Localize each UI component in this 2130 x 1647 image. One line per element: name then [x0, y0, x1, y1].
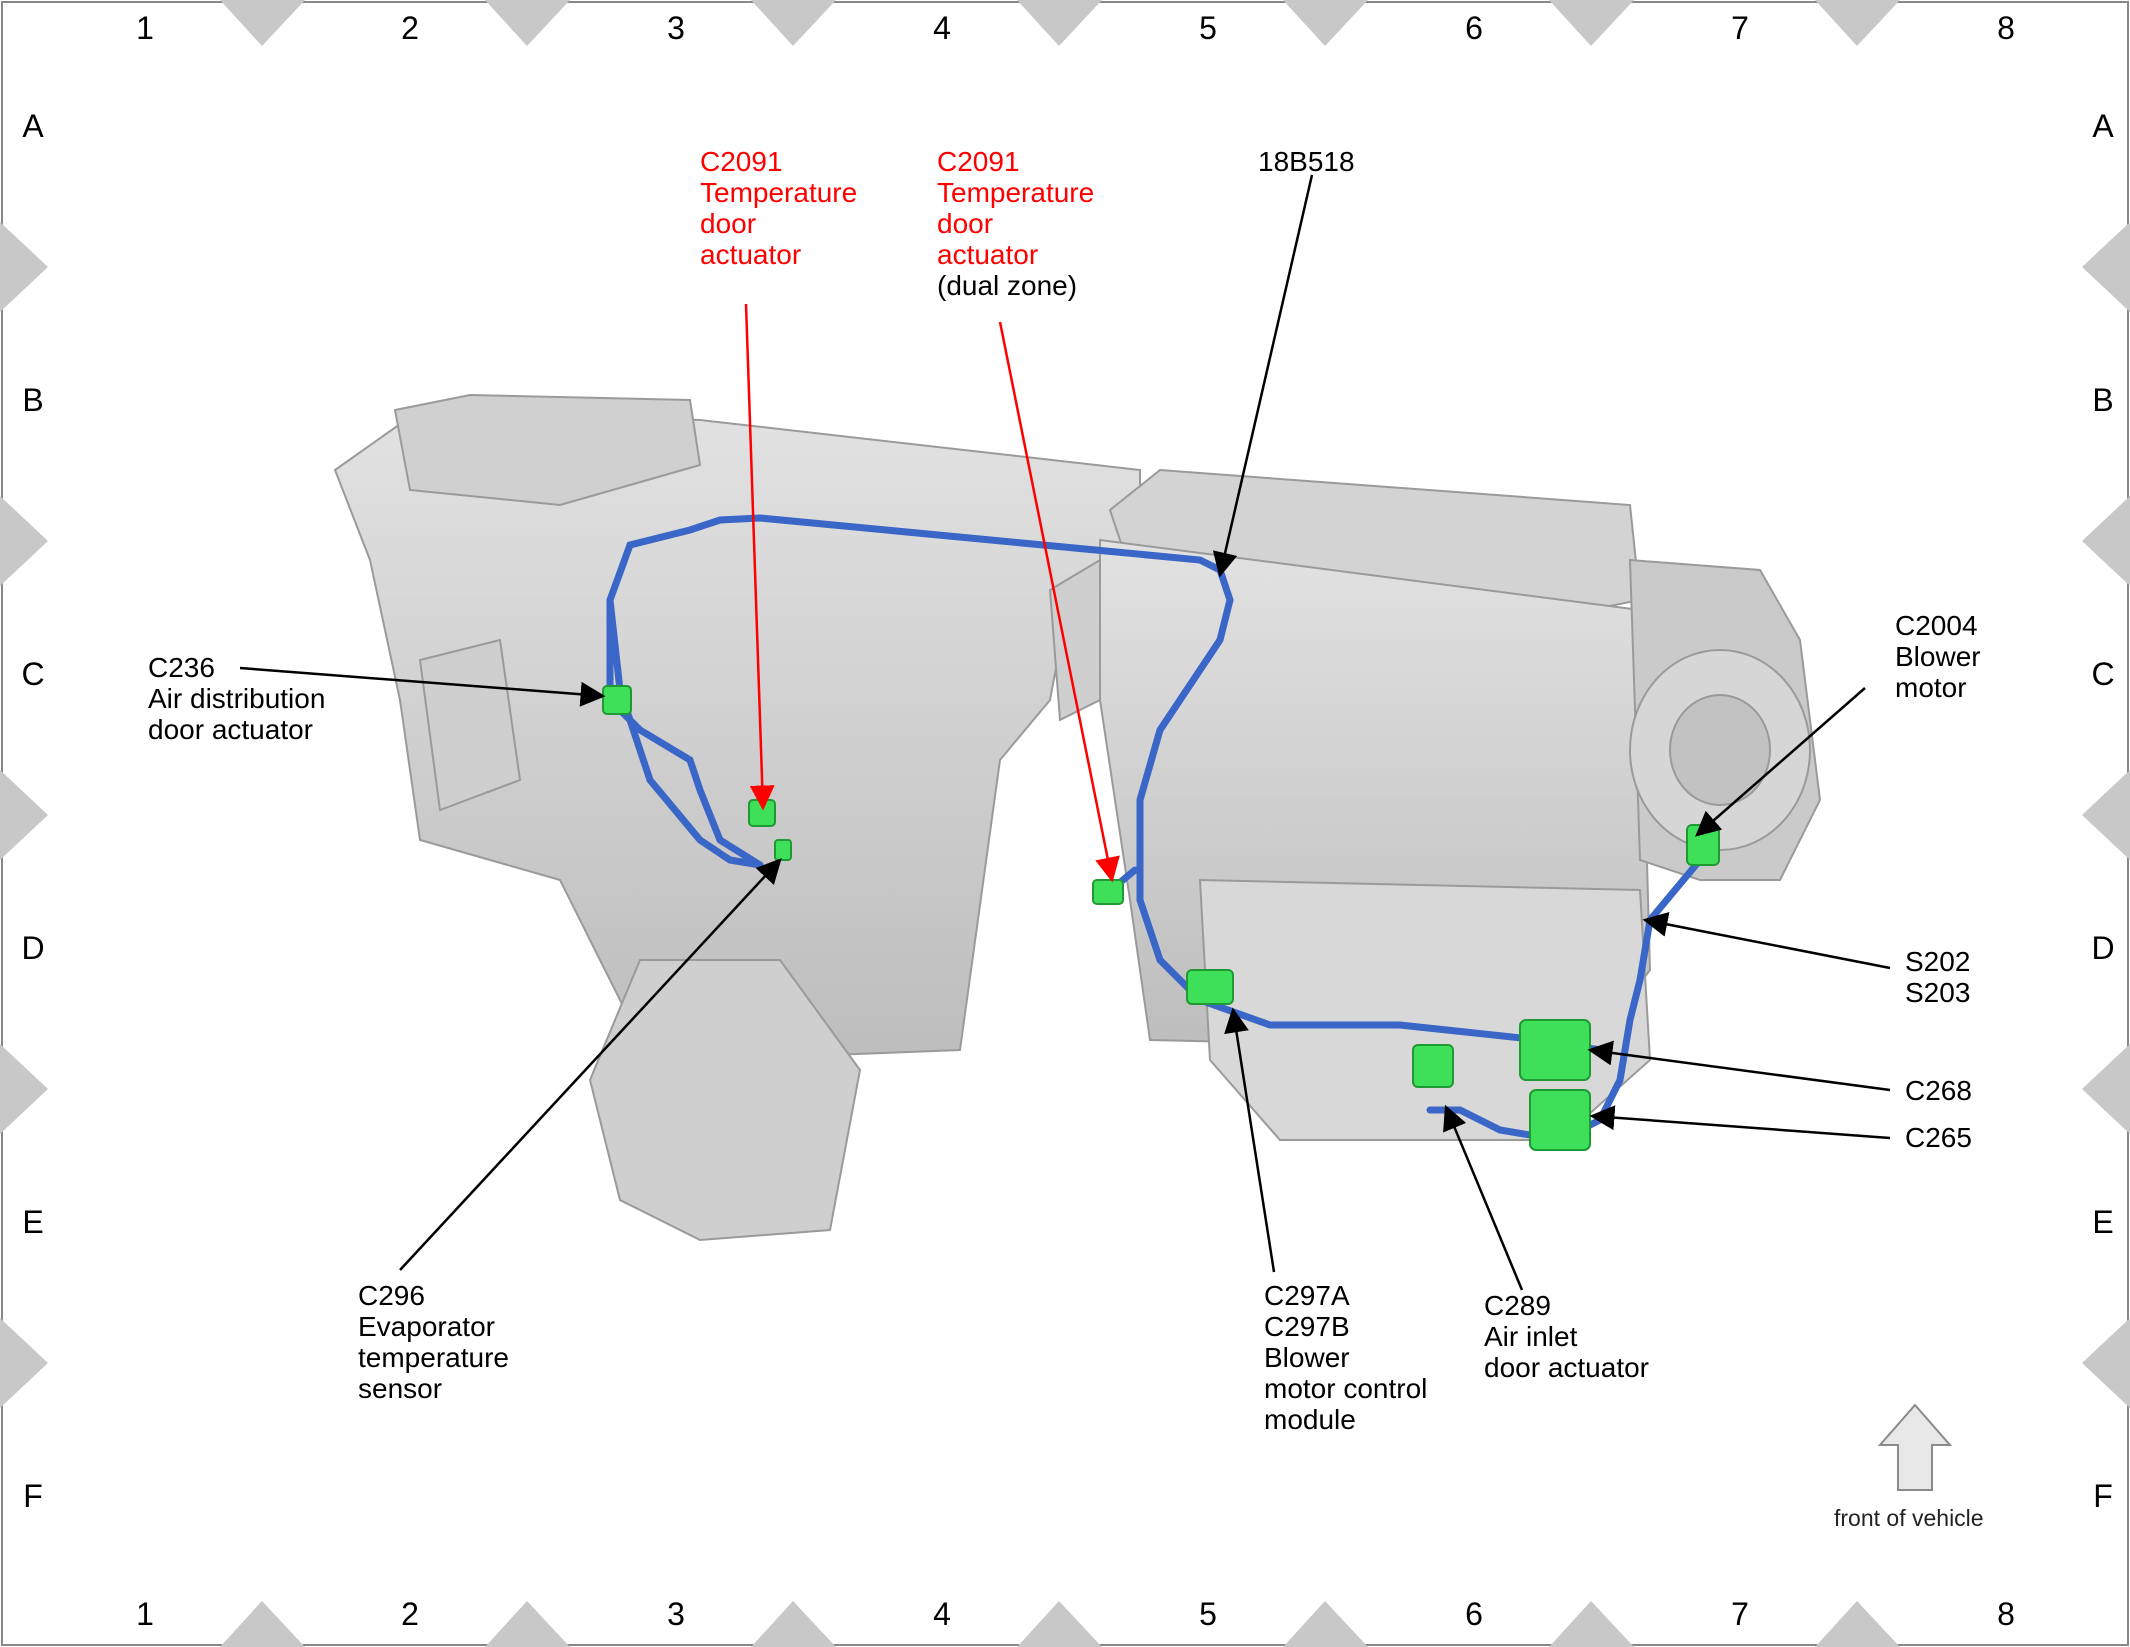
col-label-3-top: 3: [667, 10, 685, 46]
leader-c2091-a: [744, 303, 775, 811]
callout-line: Air inlet: [1484, 1321, 1578, 1352]
leader-c2091-b: [998, 321, 1120, 883]
callout-line: sensor: [358, 1373, 443, 1404]
leader-c268: [1587, 1040, 1891, 1092]
row-label-a-right: A: [2092, 108, 2114, 144]
leader-c297: [1224, 1007, 1276, 1273]
callout-line: Evaporator: [358, 1311, 495, 1342]
callout-c289: C289 Air inlet door actuator: [1484, 1290, 1649, 1383]
col-label-4-bottom: 4: [933, 1596, 951, 1632]
row-label-e-right: E: [2092, 1204, 2114, 1240]
callout-line: temperature: [358, 1342, 509, 1373]
callout-c2091-temp-door-actuator: C2091 Temperature door actuator: [700, 146, 857, 270]
col-label-1-bottom: 1: [136, 1596, 154, 1632]
leader-c289: [1443, 1104, 1524, 1291]
callout-c2004: C2004 Blower motor: [1895, 610, 1981, 703]
connector-c296: [774, 839, 792, 861]
leader-c2004: [1695, 687, 1866, 837]
row-label-f-right: F: [2093, 1478, 2113, 1514]
callout-c2091-temp-door-actuator-dual-zone: C2091 Temperature door actuator (dual zo…: [937, 146, 1094, 301]
callout-line: door: [937, 208, 994, 239]
callout-c297: C297A C297B Blower motor control module: [1264, 1280, 1427, 1435]
callout-line: Blower: [1895, 641, 1981, 672]
row-label-b-right: B: [2092, 382, 2114, 418]
row-label-e-left: E: [22, 1204, 44, 1240]
callout-c265: C265: [1905, 1122, 1972, 1153]
leader-c236: [239, 666, 606, 707]
col-label-8-top: 8: [1997, 10, 2015, 46]
callout-line: C2091: [700, 146, 783, 177]
connector-c2091-b: [1092, 879, 1124, 905]
col-label-2-bottom: 2: [401, 1596, 419, 1632]
col-label-2-top: 2: [401, 10, 419, 46]
callout-line: C297B: [1264, 1311, 1350, 1342]
callout-line: C297A: [1264, 1280, 1350, 1311]
callout-line: module: [1264, 1404, 1356, 1435]
callout-note: (dual zone): [937, 270, 1078, 301]
callout-line: door actuator: [1484, 1352, 1649, 1383]
col-label-6-top: 6: [1465, 10, 1483, 46]
leader-s202: [1642, 912, 1891, 970]
callout-line: C268: [1905, 1075, 1972, 1106]
callout-line: motor: [1895, 672, 1967, 703]
callout-line: S203: [1905, 977, 1971, 1008]
leader-c296: [399, 858, 782, 1271]
connector-c265: [1529, 1089, 1591, 1151]
col-label-4-top: 4: [933, 10, 951, 46]
col-label-5-top: 5: [1199, 10, 1217, 46]
row-label-a-left: A: [22, 108, 44, 144]
row-label-d-left: D: [21, 930, 45, 966]
callout-s202-s203: S202 S203: [1905, 946, 1970, 1008]
callout-line: Temperature: [700, 177, 858, 208]
row-label-f-left: F: [23, 1478, 43, 1514]
up-arrow-icon: [1877, 1403, 1953, 1491]
callout-line: Temperature: [937, 177, 1095, 208]
col-label-3-bottom: 3: [667, 1596, 685, 1632]
callout-line: door: [700, 208, 757, 239]
leader-18b518: [1212, 174, 1314, 578]
callout-c236: C236 Air distribution door actuator: [148, 652, 325, 745]
callout-line: C2091: [937, 146, 1020, 177]
callout-line: door actuator: [148, 714, 313, 745]
connector-c297: [1186, 969, 1234, 1005]
front-of-vehicle-label: front of vehicle: [1834, 1505, 1984, 1531]
callout-line: C265: [1905, 1122, 1972, 1153]
callout-line: motor control: [1264, 1373, 1428, 1404]
callout-line: 18B518: [1258, 146, 1355, 177]
callout-c296: C296 Evaporator temperature sensor: [358, 1280, 509, 1404]
callout-18b518: 18B518: [1258, 146, 1355, 177]
col-label-8-bottom: 8: [1997, 1596, 2015, 1632]
connector-c289: [1412, 1044, 1454, 1088]
callout-line: Blower: [1264, 1342, 1350, 1373]
connector-c236: [602, 685, 632, 715]
leader-lines: [239, 174, 1891, 1291]
col-label-5-bottom: 5: [1199, 1596, 1217, 1632]
row-label-c-left: C: [21, 656, 45, 692]
callout-line: C296: [358, 1280, 425, 1311]
row-label-b-left: B: [22, 382, 44, 418]
col-label-7-top: 7: [1731, 10, 1749, 46]
col-label-6-bottom: 6: [1465, 1596, 1483, 1632]
row-label-d-right: D: [2091, 930, 2115, 966]
callout-line: C236: [148, 652, 215, 683]
callout-line: S202: [1905, 946, 1971, 977]
connectors: [602, 685, 1720, 1151]
connector-c268: [1519, 1019, 1591, 1081]
callout-line: C289: [1484, 1290, 1551, 1321]
callout-line: actuator: [937, 239, 1039, 270]
leader-c265: [1589, 1105, 1891, 1140]
callout-line: actuator: [700, 239, 802, 270]
callout-c268: C268: [1905, 1075, 1972, 1106]
hvac-housing: [333, 393, 1822, 1242]
callout-line: Air distribution: [148, 683, 326, 714]
callout-line: C2004: [1895, 610, 1978, 641]
col-label-7-bottom: 7: [1731, 1596, 1749, 1632]
row-label-c-right: C: [2091, 656, 2115, 692]
col-label-1-top: 1: [136, 10, 154, 46]
